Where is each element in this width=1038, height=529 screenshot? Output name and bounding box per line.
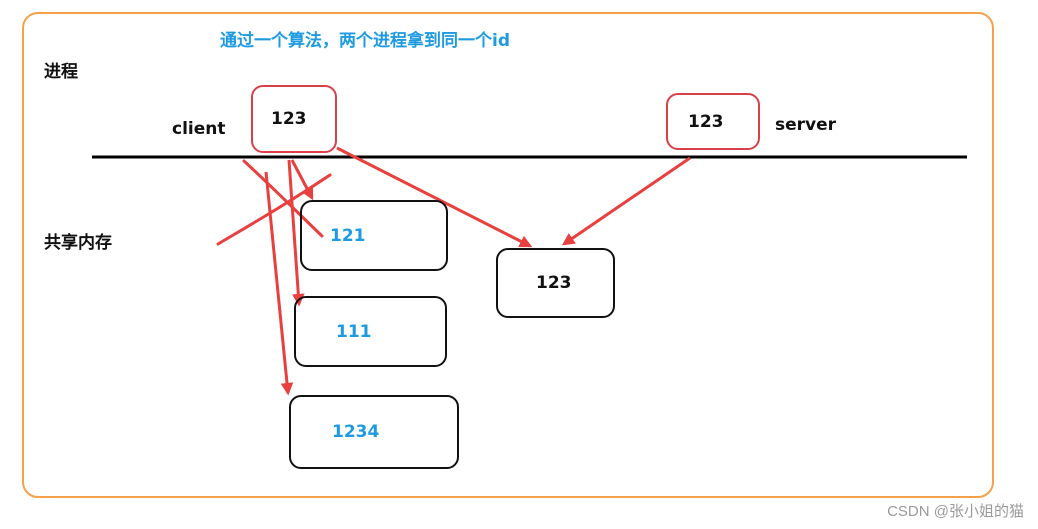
shm-segment-value: 123 — [536, 273, 572, 293]
process-label: 进程 — [44, 62, 78, 82]
cross-out-mark — [216, 173, 332, 246]
shm-segment-123: 123 — [496, 248, 615, 318]
shared-memory-label: 共享内存 — [44, 233, 112, 253]
client-label: client — [172, 119, 226, 139]
diagram-title: 通过一个算法，两个进程拿到同一个id — [220, 31, 510, 51]
arrow-client-to-segment-1234 — [264, 171, 294, 396]
server-label: server — [775, 115, 837, 135]
shm-segment-121: 121 — [300, 200, 448, 271]
arrow-server-to-segment-123 — [561, 156, 691, 246]
shm-segment-1234: 1234 — [289, 395, 459, 469]
shm-segment-value: 121 — [330, 225, 366, 246]
shm-segment-value: 1234 — [332, 422, 380, 442]
server-id-box: 123 — [666, 93, 760, 150]
arrow-client-to-segment-121 — [242, 159, 324, 238]
client-id-value: 123 — [271, 109, 307, 129]
client-id-box: 123 — [251, 85, 337, 153]
watermark: CSDN @张小姐的猫 — [887, 503, 1024, 520]
arrow-client-to-segment-121b — [290, 159, 314, 201]
shm-segment-111: 111 — [294, 296, 447, 367]
server-id-value: 123 — [688, 111, 724, 132]
shm-segment-value: 111 — [336, 321, 372, 342]
arrow-client-to-segment-123 — [336, 146, 533, 248]
diagram-frame — [22, 12, 994, 498]
arrow-client-to-segment-111 — [287, 159, 305, 307]
